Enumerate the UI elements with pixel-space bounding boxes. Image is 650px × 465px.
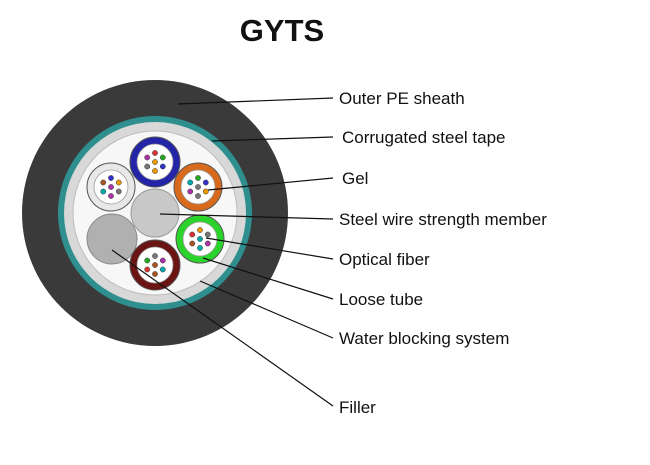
optical-fiber <box>189 240 196 247</box>
label-steel-wire-strength-member: Steel wire strength member <box>339 210 547 229</box>
optical-fiber <box>100 179 107 186</box>
optical-fiber <box>159 154 166 161</box>
tube-blue <box>129 136 181 188</box>
optical-fiber <box>195 193 201 199</box>
optical-fiber <box>108 193 114 199</box>
label-gel: Gel <box>342 169 368 188</box>
label-water-blocking-system: Water blocking system <box>339 329 509 348</box>
optical-fiber <box>189 231 196 238</box>
optical-fiber <box>108 175 114 181</box>
optical-fiber <box>108 184 114 190</box>
steel-wire-strength-member <box>130 188 180 238</box>
optical-fiber <box>195 175 201 181</box>
optical-fiber <box>144 154 151 161</box>
optical-fiber <box>159 257 166 264</box>
optical-fiber <box>152 159 158 165</box>
optical-fiber <box>152 271 158 277</box>
optical-fiber <box>144 266 151 273</box>
optical-fiber <box>152 168 158 174</box>
component-labels: Outer PE sheath Corrugated steel tape Ge… <box>339 89 547 417</box>
tube-green <box>175 214 225 264</box>
optical-fiber <box>152 253 158 259</box>
leader-water-blocking <box>199 280 334 339</box>
optical-fiber <box>159 266 166 273</box>
tube-white <box>86 162 136 212</box>
optical-fiber <box>197 236 203 242</box>
optical-fiber <box>159 163 166 170</box>
cable-cross-section <box>22 80 288 346</box>
label-filler: Filler <box>339 398 376 417</box>
leader-steel-tape <box>211 136 334 142</box>
optical-fiber <box>202 179 209 186</box>
label-loose-tube: Loose tube <box>339 290 423 309</box>
optical-fiber <box>144 163 151 170</box>
optical-fiber <box>152 262 158 268</box>
optical-fiber <box>100 188 107 195</box>
leader-loose-tube <box>202 257 334 300</box>
loose-tubes <box>86 136 225 291</box>
tube-brown <box>129 239 181 291</box>
tube-orange <box>173 162 223 212</box>
label-optical-fiber: Optical fiber <box>339 250 430 269</box>
optical-fiber <box>144 257 151 264</box>
optical-fiber <box>187 179 194 186</box>
label-outer-pe-sheath: Outer PE sheath <box>339 89 465 108</box>
optical-fiber <box>152 150 158 156</box>
optical-fiber <box>115 179 122 186</box>
optical-fiber <box>204 240 211 247</box>
optical-fiber <box>204 231 211 238</box>
leader-outer-sheath <box>177 97 334 105</box>
optical-fiber <box>197 227 203 233</box>
leader-optical-fiber <box>205 237 334 260</box>
optical-fiber <box>187 188 194 195</box>
optical-fiber <box>202 188 209 195</box>
optical-fiber <box>195 184 201 190</box>
optical-fiber <box>115 188 122 195</box>
leader-filler <box>111 249 334 407</box>
leader-strength-member <box>159 213 334 220</box>
diagram-title: GYTS <box>240 13 324 48</box>
filler <box>86 213 138 265</box>
label-corrugated-steel-tape: Corrugated steel tape <box>342 128 506 147</box>
leader-lines <box>111 97 334 407</box>
leader-gel <box>207 177 334 191</box>
optical-fiber <box>197 245 203 251</box>
